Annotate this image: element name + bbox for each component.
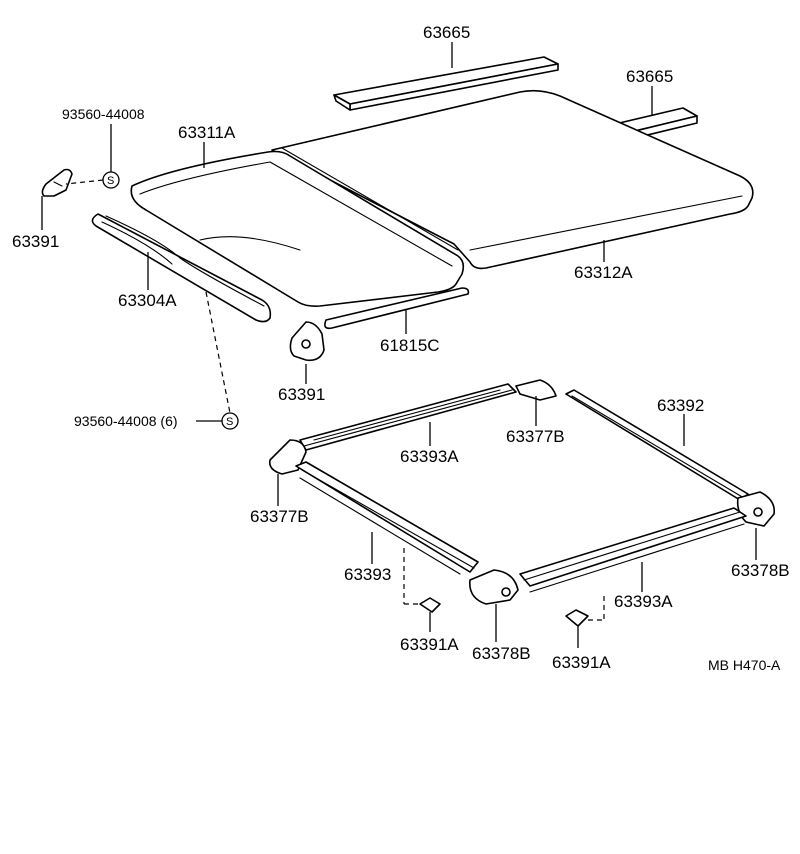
label-drawing-code: MB H470-A bbox=[708, 657, 781, 673]
label-frame-top: 63393A bbox=[400, 447, 459, 466]
label-seal-rail: 63304A bbox=[118, 291, 177, 310]
roof-panel-front bbox=[130, 150, 465, 307]
svg-text:S: S bbox=[226, 416, 233, 428]
screw-marker-top: S bbox=[102, 171, 120, 189]
label-roof-rear: 63312A bbox=[574, 263, 633, 282]
svg-text:S: S bbox=[107, 175, 114, 187]
clip-left bbox=[419, 597, 441, 613]
label-corner-top-right: 63377B bbox=[506, 427, 565, 446]
seal-rail bbox=[91, 213, 272, 323]
label-weather-strip: 61815C bbox=[380, 336, 440, 355]
label-screw-bottom: 93560-44008 (6) bbox=[74, 413, 178, 429]
label-screw-top: 93560-44008 bbox=[62, 106, 145, 122]
frame-rail-rear bbox=[565, 389, 749, 501]
label-frame-left: 63393 bbox=[344, 565, 391, 584]
label-clip-left: 63391A bbox=[400, 635, 459, 654]
frame-rail-top bbox=[299, 383, 517, 451]
frame-rail-bottom bbox=[519, 507, 747, 593]
label-frame-rear: 63392 bbox=[657, 396, 704, 415]
corner-piece-right bbox=[736, 491, 776, 527]
clip-right bbox=[565, 609, 589, 627]
label-corner-right: 63378B bbox=[731, 561, 790, 580]
label-corner-bottom: 63378B bbox=[472, 644, 531, 663]
bracket-center bbox=[289, 321, 325, 362]
screw-marker-bottom: S bbox=[221, 412, 239, 430]
label-bracket-left: 63391 bbox=[12, 232, 59, 251]
leader-lines bbox=[41, 42, 757, 648]
frame-rail-left bbox=[295, 461, 479, 575]
label-clip-right: 63391A bbox=[552, 653, 611, 672]
bracket-left bbox=[41, 168, 73, 197]
label-top-rail-1: 63665 bbox=[423, 23, 470, 42]
label-top-rail-2: 63665 bbox=[626, 67, 673, 86]
label-bracket-center: 63391 bbox=[278, 385, 325, 404]
label-frame-bottom: 63393A bbox=[614, 592, 673, 611]
corner-piece-top-right bbox=[515, 379, 557, 401]
weather-strip bbox=[324, 287, 470, 330]
corner-piece-bottom bbox=[469, 569, 519, 605]
roof-rail-upper bbox=[333, 56, 559, 111]
label-roof-front: 63311A bbox=[178, 123, 236, 142]
roof-panel-rear bbox=[271, 89, 754, 270]
label-corner-left: 63377B bbox=[250, 507, 309, 526]
